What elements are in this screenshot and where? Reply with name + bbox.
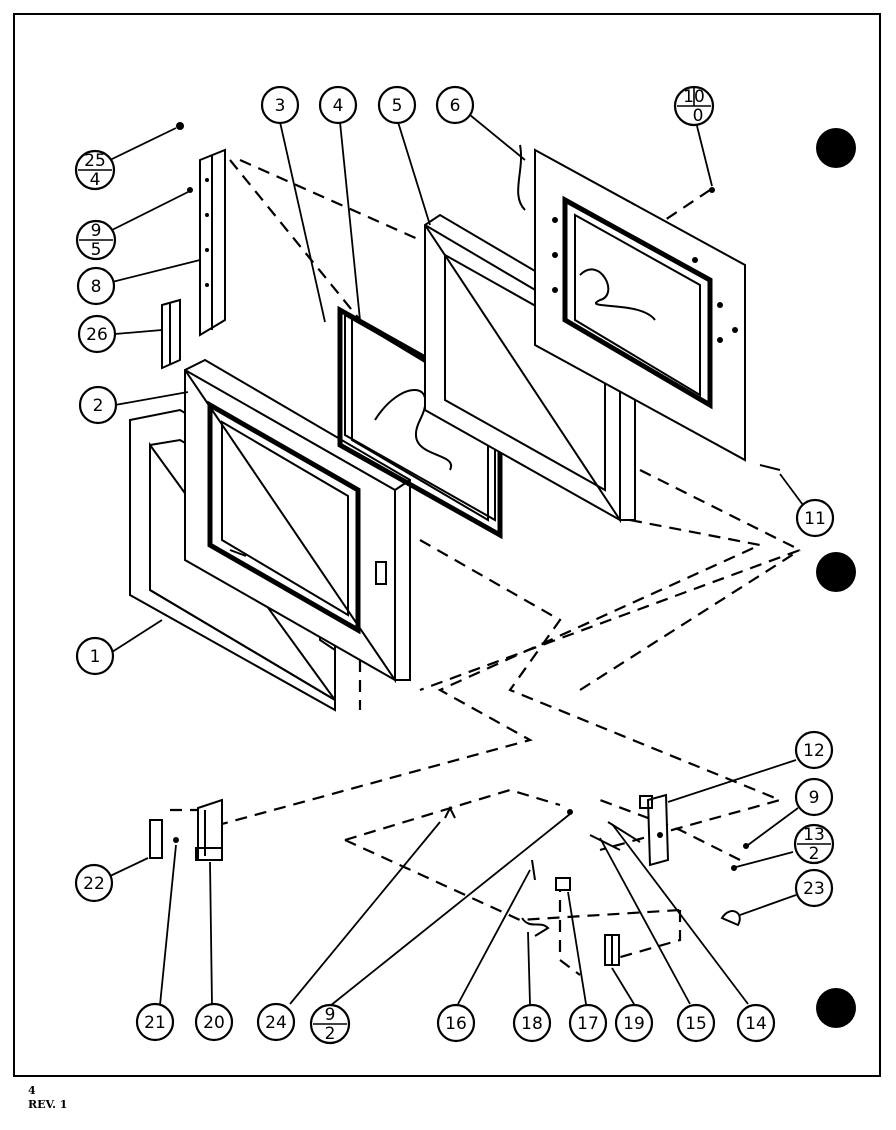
svg-text:25: 25 [84, 151, 106, 171]
callout-10-over-0: 10 0 [673, 85, 715, 127]
callout-25-over-4: 25 4 [74, 149, 116, 191]
part-26-hinge-bracket [161, 298, 181, 370]
svg-text:5: 5 [392, 96, 403, 116]
screw-10 [709, 187, 715, 193]
svg-text:4: 4 [333, 96, 344, 116]
part-6-inner-door-panel [517, 144, 746, 462]
callout-19: 19 [614, 1003, 654, 1043]
callout-15: 15 [676, 1003, 716, 1043]
screw-9 [743, 843, 749, 849]
svg-text:0: 0 [693, 106, 704, 126]
part-17-block [555, 877, 571, 891]
svg-text:2: 2 [809, 844, 820, 864]
screw-9-5 [187, 187, 193, 193]
part-18-spring [521, 917, 550, 937]
part-15-hook [589, 834, 621, 851]
svg-text:6: 6 [450, 96, 461, 116]
callout-14: 14 [736, 1003, 776, 1043]
callout-12: 12 [794, 730, 834, 770]
part-12-latch-plate [639, 793, 670, 867]
svg-text:9: 9 [809, 788, 820, 808]
svg-text:13: 13 [803, 825, 825, 845]
part-22-latch-pad [149, 819, 163, 859]
svg-text:23: 23 [803, 879, 825, 899]
screw-25-4 [176, 122, 184, 130]
callout-8: 8 [76, 266, 116, 306]
part-20-latch-lever [195, 798, 223, 861]
part-5-choke-frame [424, 213, 636, 524]
registration-dot-top [816, 128, 856, 168]
svg-text:18: 18 [521, 1014, 543, 1034]
svg-text:5: 5 [91, 240, 102, 260]
svg-text:12: 12 [803, 741, 825, 761]
callout-18: 18 [512, 1003, 552, 1043]
part-24-spring [444, 805, 456, 819]
svg-text:17: 17 [577, 1014, 599, 1034]
callout-4: 4 [318, 85, 358, 125]
part-16-pin [531, 859, 536, 881]
callout-9-over-2: 9 2 [309, 1003, 351, 1045]
page-footer: 4 REV. 1 [28, 1084, 67, 1112]
callout-16: 16 [436, 1003, 476, 1043]
revision-label: REV. 1 [28, 1098, 68, 1111]
leader-lines [107, 114, 804, 1007]
svg-text:8: 8 [91, 277, 102, 297]
callout-1: 1 [75, 636, 115, 676]
svg-text:2: 2 [93, 396, 104, 416]
svg-text:19: 19 [623, 1014, 645, 1034]
callout-2: 2 [78, 385, 118, 425]
svg-text:20: 20 [203, 1013, 225, 1033]
svg-text:4: 4 [90, 170, 101, 190]
drawing-border [13, 13, 881, 1077]
registration-dot-bottom [816, 988, 856, 1028]
part-21-spring [173, 837, 179, 843]
svg-text:24: 24 [265, 1013, 287, 1033]
callout-21: 21 [135, 1002, 175, 1042]
callout-13-over-2: 13 2 [793, 823, 835, 865]
registration-dot-middle [816, 552, 856, 592]
svg-text:14: 14 [745, 1014, 767, 1034]
callout-11: 11 [795, 498, 835, 538]
callout-24: 24 [256, 1002, 296, 1042]
callout-5: 5 [377, 85, 417, 125]
svg-text:16: 16 [445, 1014, 467, 1034]
callout-3: 3 [260, 85, 300, 125]
part-8-hinge-bar [199, 148, 226, 337]
part-11-screw [759, 464, 781, 471]
svg-text:21: 21 [144, 1013, 166, 1033]
callout-6: 6 [435, 85, 475, 125]
svg-text:9: 9 [91, 221, 102, 241]
screw-13-2 [731, 865, 737, 871]
page-number: 4 [28, 1084, 36, 1097]
callout-20: 20 [194, 1002, 234, 1042]
callout-17: 17 [568, 1003, 608, 1043]
svg-text:1: 1 [90, 647, 101, 667]
svg-text:26: 26 [86, 325, 108, 345]
svg-text:22: 22 [83, 874, 105, 894]
svg-text:2: 2 [325, 1024, 336, 1044]
svg-text:11: 11 [804, 509, 826, 529]
part-2-door-chassis [184, 358, 411, 684]
svg-text:9: 9 [325, 1005, 336, 1025]
svg-text:10: 10 [683, 87, 705, 107]
screw-9-2 [567, 809, 573, 815]
svg-text:3: 3 [275, 96, 286, 116]
callout-22: 22 [74, 863, 114, 903]
callout-9: 9 [794, 777, 834, 817]
svg-text:15: 15 [685, 1014, 707, 1034]
part-19-switch [604, 934, 620, 966]
callout-26: 26 [77, 314, 117, 354]
part-23-clip [720, 910, 741, 927]
callout-9-over-5: 9 5 [75, 219, 117, 261]
callout-23: 23 [794, 868, 834, 908]
